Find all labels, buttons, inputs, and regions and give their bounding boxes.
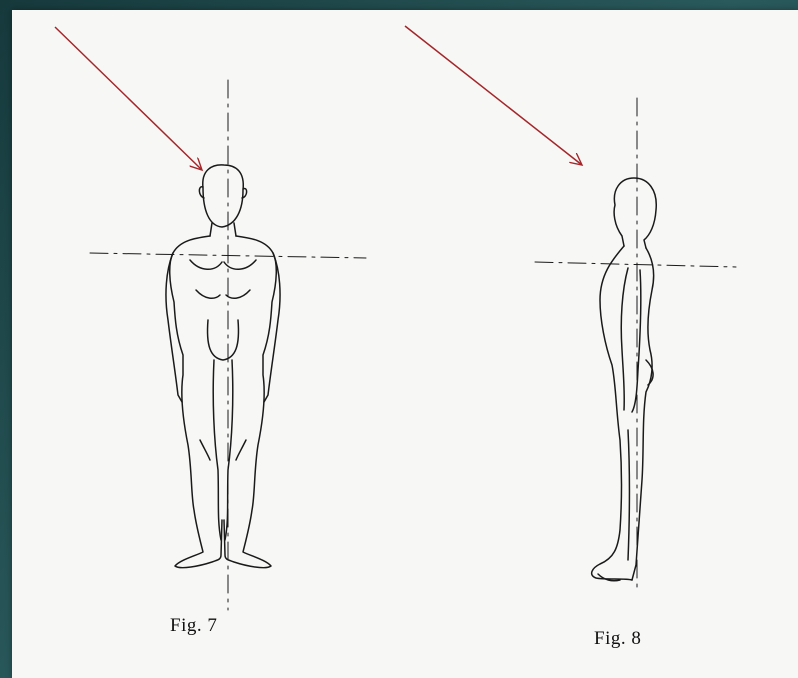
front-view-figure: [90, 80, 366, 610]
horizontal-reference-line: [535, 262, 736, 267]
arrow-to-head-side: [405, 26, 582, 165]
figure-7-caption: Fig. 7: [170, 615, 217, 637]
figure-8-caption: Fig. 8: [594, 628, 641, 650]
side-view-figure: [535, 98, 736, 590]
arrow-to-head-front: [55, 27, 202, 170]
